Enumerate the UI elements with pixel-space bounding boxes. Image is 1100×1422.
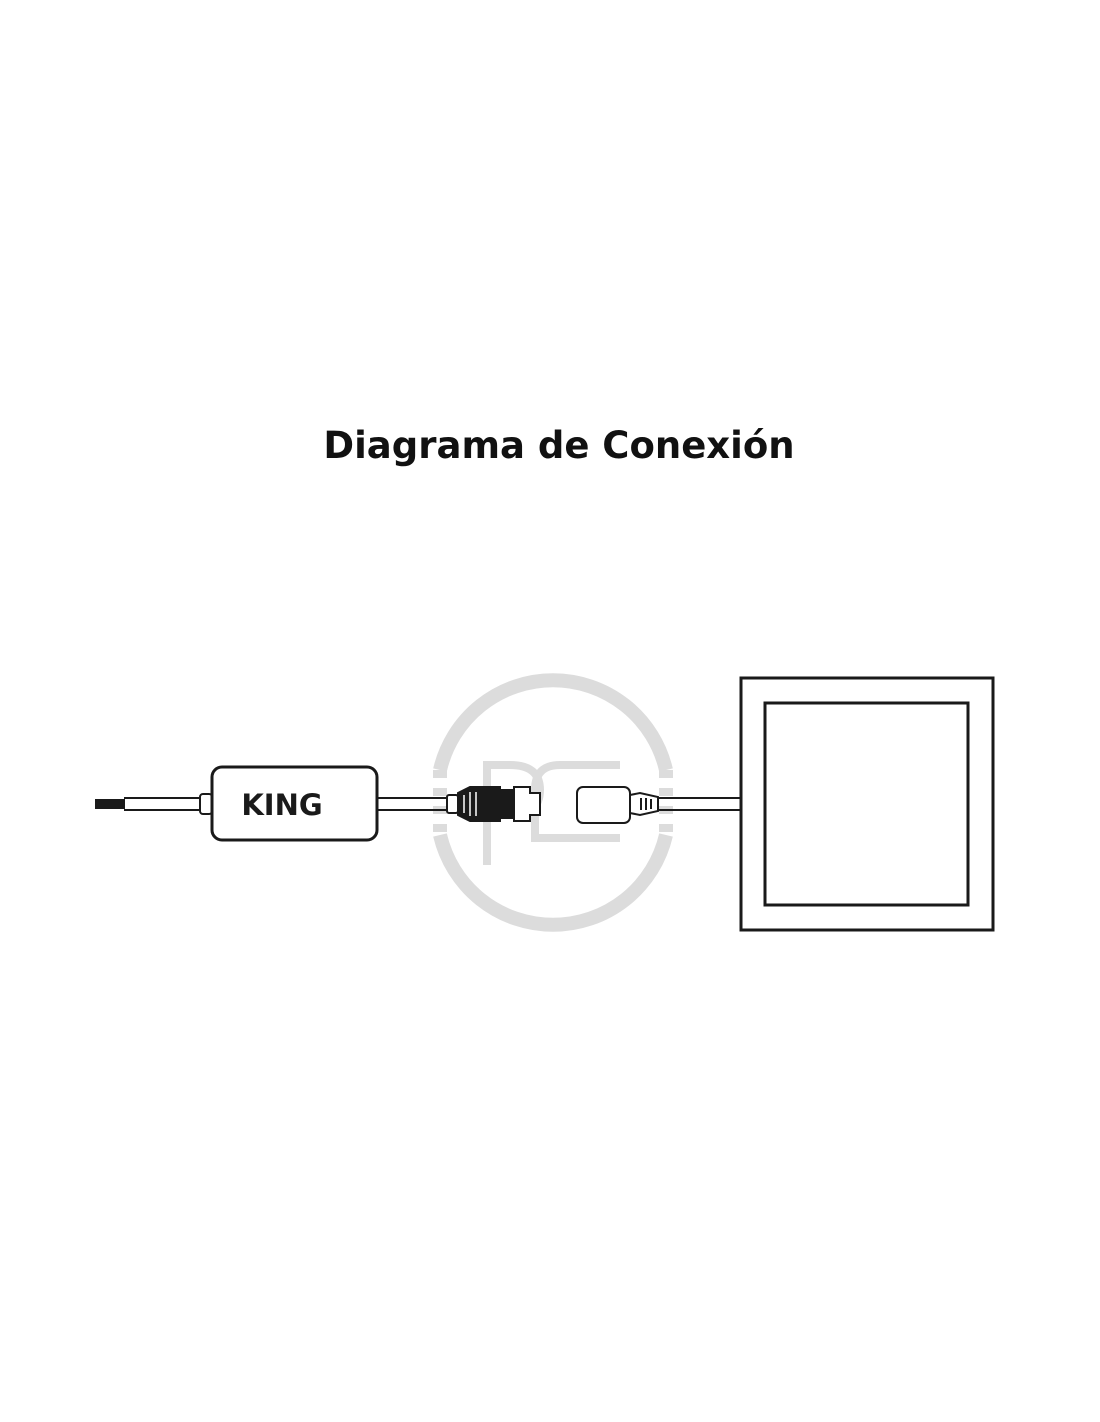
page-title: Diagrama de Conexión [323, 424, 795, 467]
female-connector [576, 786, 741, 824]
king-device: KING [210, 765, 379, 842]
king-logo: KING [241, 788, 322, 822]
male-connector [446, 786, 541, 822]
tv-screen [739, 676, 995, 932]
cable-to-plug [377, 797, 447, 811]
power-wire [95, 793, 213, 815]
watermark-logo [433, 673, 673, 932]
